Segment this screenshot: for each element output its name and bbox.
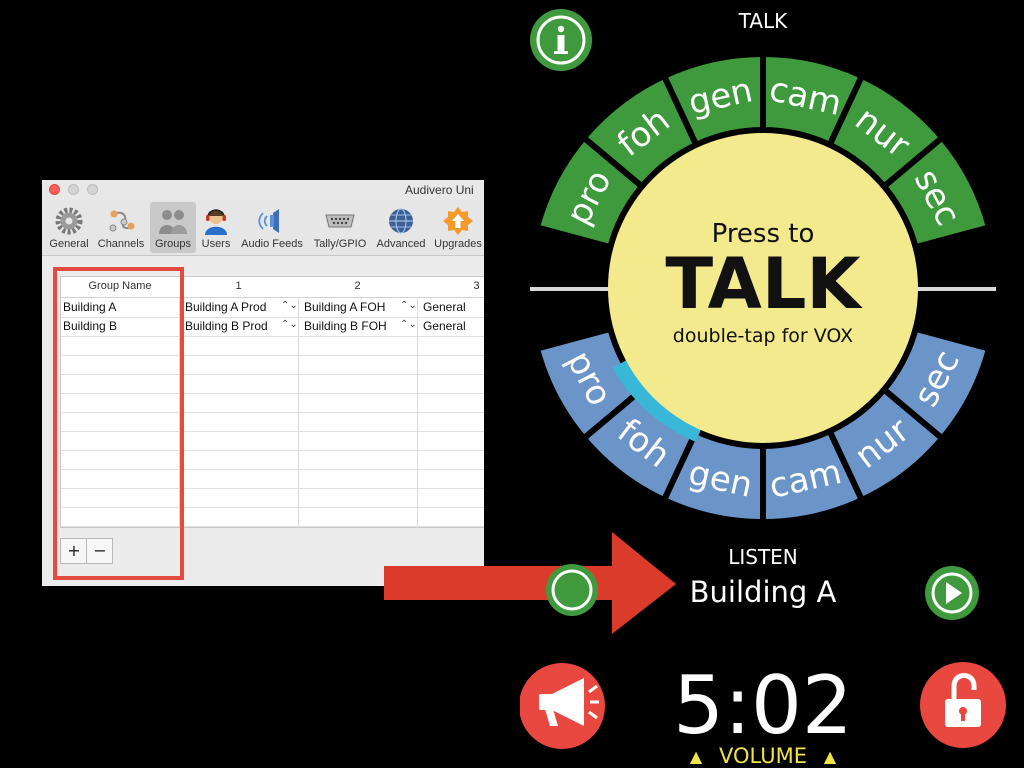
unlock-button[interactable] (920, 662, 1006, 748)
toolbar-label: General (49, 238, 89, 250)
toolbar-label: Users (201, 238, 231, 250)
empty-table-row[interactable] (61, 393, 484, 413)
press-to-label: Press to (712, 219, 815, 249)
empty-table-row[interactable] (61, 412, 484, 432)
table-row[interactable]: Building B Building B Prod ⌃⌄ Building B… (61, 317, 484, 337)
toolbar-label: Groups (154, 238, 192, 250)
channels-icon (109, 210, 135, 232)
megaphone-icon (539, 678, 599, 726)
add-remove-control: + − (60, 538, 113, 564)
toolbar-audio-feeds[interactable]: Audio Feeds (237, 202, 307, 253)
gear-icon (55, 207, 83, 235)
talk-button-circle (608, 133, 918, 443)
preferences-window: Audivero Uni General Channels (42, 180, 484, 586)
volume-label[interactable]: VOLUME (719, 744, 807, 768)
serial-port-icon (325, 214, 355, 228)
talk-section-label: TALK (738, 9, 788, 33)
table-row[interactable]: Building A Building A Prod ⌃⌄ Building A… (61, 298, 484, 318)
toolbar-tally-gpio[interactable]: Tally/GPIO (310, 202, 370, 253)
column-header-1[interactable]: 1 (235, 280, 242, 292)
column-header-3[interactable]: 3 (473, 280, 480, 292)
channel-3-cell[interactable]: General (423, 319, 466, 333)
stepper-arrows-icon[interactable]: ⌃⌄ (281, 300, 298, 311)
toolbar-label: Tally/GPIO (313, 238, 367, 250)
channel-1-cell[interactable]: Building B Prod (185, 319, 268, 333)
toolbar-upgrades[interactable]: Upgrades (432, 202, 484, 253)
previous-group-button[interactable] (546, 564, 598, 616)
empty-table-row[interactable] (61, 355, 484, 375)
globe-icon (389, 208, 413, 234)
channel-2-cell[interactable]: Building B FOH (304, 319, 387, 333)
empty-table-row[interactable] (61, 469, 484, 489)
column-header-2[interactable]: 2 (354, 280, 361, 292)
press-to-talk-button[interactable]: Press to TALK double-tap for VOX (608, 133, 918, 443)
upgrade-badge-icon (443, 207, 473, 235)
preferences-toolbar: General Channels Groups (42, 200, 484, 256)
toolbar-advanced[interactable]: Advanced (372, 202, 430, 253)
toolbar-channels[interactable]: Channels (94, 202, 148, 253)
group-name-cell[interactable]: Building B (63, 319, 118, 333)
stepper-arrows-icon[interactable]: ⌃⌄ (400, 300, 417, 311)
listen-channel-sec[interactable] (879, 325, 993, 443)
next-group-button[interactable] (925, 566, 979, 620)
empty-table-row[interactable] (61, 450, 484, 470)
volume-up-right-icon[interactable]: ▲ (824, 747, 837, 766)
toolbar-users[interactable]: Users (198, 202, 234, 253)
empty-table-row[interactable] (61, 507, 484, 527)
channel-3-cell[interactable]: General (423, 300, 466, 314)
column-header-group-name[interactable]: Group Name (88, 280, 152, 292)
unlock-icon (945, 673, 981, 727)
speaker-icon (258, 209, 279, 233)
toolbar-groups[interactable]: Groups (150, 202, 196, 253)
highlight-box (53, 267, 184, 580)
red-arrow-icon (384, 532, 676, 634)
timer-display: 5:02 (673, 659, 853, 752)
talk-main-label: TALK (665, 243, 863, 325)
add-group-button[interactable]: + (67, 541, 81, 560)
announce-button[interactable] (520, 663, 605, 749)
volume-up-left-icon[interactable]: ▲ (690, 747, 703, 766)
listen-section-label: LISTEN (728, 545, 798, 569)
toolbar-label: Audio Feeds (241, 238, 303, 250)
group-name-label: Building A (690, 575, 837, 609)
groups-pane: Group Name 1 2 3 Building A Building A P… (42, 256, 484, 586)
groups-table: Group Name 1 2 3 Building A Building A P… (60, 276, 484, 528)
table-header: Group Name 1 2 3 (61, 277, 484, 298)
talk-channel-sec[interactable] (879, 133, 993, 251)
empty-table-row[interactable] (61, 431, 484, 451)
remove-group-button[interactable]: − (93, 541, 107, 560)
channel-2-cell[interactable]: Building A FOH (304, 300, 386, 314)
vox-hint-label: double-tap for VOX (673, 325, 853, 347)
close-window-button[interactable] (49, 184, 60, 195)
empty-table-row[interactable] (61, 336, 484, 356)
stepper-arrows-icon[interactable]: ⌃⌄ (281, 319, 298, 330)
window-title: Audivero Uni (405, 183, 474, 197)
toolbar-label: Channels (97, 238, 145, 250)
toolbar-general[interactable]: General (46, 202, 92, 253)
minimize-window-button[interactable] (68, 184, 79, 195)
toolbar-label: Upgrades (434, 238, 482, 250)
info-button[interactable] (530, 9, 592, 71)
stepper-arrows-icon[interactable]: ⌃⌄ (400, 319, 417, 330)
title-bar[interactable]: Audivero Uni (42, 180, 484, 200)
zoom-window-button[interactable] (87, 184, 98, 195)
groups-icon (159, 210, 187, 234)
channel-1-cell[interactable]: Building A Prod (185, 300, 267, 314)
user-headset-icon (205, 209, 227, 235)
empty-table-row[interactable] (61, 488, 484, 508)
group-name-cell[interactable]: Building A (63, 300, 117, 314)
empty-table-row[interactable] (61, 374, 484, 394)
toolbar-label: Advanced (376, 238, 426, 250)
listen-level-arc (612, 359, 703, 442)
